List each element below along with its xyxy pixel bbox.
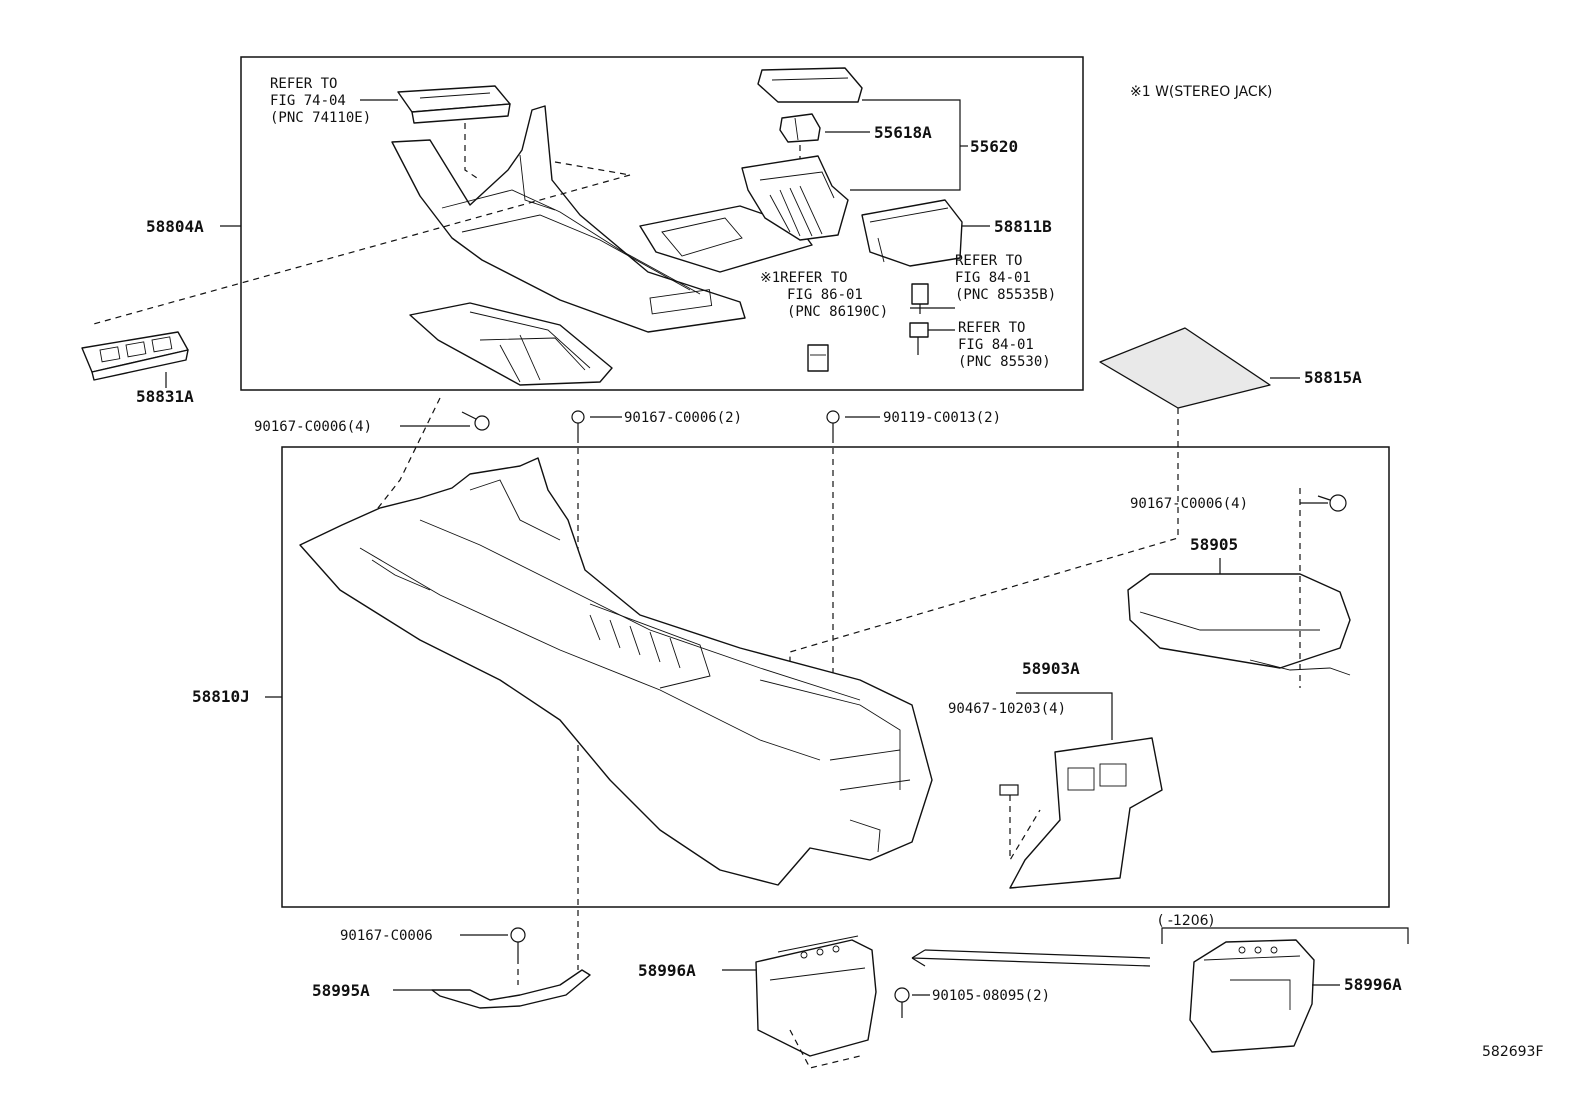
finish-plate-illustration [639, 205, 813, 273]
ref-86-01-line3: (PNC 86190C) [787, 304, 888, 320]
dashed-guide [789, 408, 1179, 830]
rear-panel-58903A-illustration [1009, 737, 1163, 889]
dashed-guide [344, 397, 441, 551]
fastener-90167-C0006: 90167-C0006 [340, 928, 433, 944]
socket-85535B-illustration [911, 283, 929, 314]
label-58804A: 58804A [146, 217, 204, 236]
fastener-90167-C0006-4-left: 90167-C0006(4) [254, 419, 372, 435]
clip-icon [999, 784, 1019, 796]
label-58905: 58905 [1190, 535, 1238, 554]
dashed-guide [464, 123, 481, 181]
fastener-90119-C0013-2: 90119-C0013(2) [883, 410, 1001, 426]
leader-line [1060, 692, 1113, 740]
clip-55618A-illustration [779, 113, 821, 143]
fastener-90105-08095-2: 90105-08095(2) [932, 988, 1050, 1004]
arrow-icon [911, 949, 1151, 967]
stereo-jack-illustration [807, 344, 829, 372]
ref-84-01b-line2: FIG 84-01 [958, 337, 1034, 353]
ref-74-04-line1: REFER TO [270, 76, 337, 92]
dashed-guide [554, 161, 631, 176]
figure-id: 582693F [1482, 1044, 1544, 1060]
label-58831A: 58831A [136, 387, 194, 406]
bracket-55620 [850, 99, 961, 191]
screw-icon [571, 410, 585, 437]
ref-74-04-line2: FIG 74-04 [270, 93, 346, 109]
cup-holder-58996A-right-illustration [1189, 939, 1315, 1053]
fastener-90467-10203-4: 90467-10203(4) [948, 701, 1066, 717]
screw-icon [1317, 494, 1347, 512]
fastener-90167-C0006-4-right: 90167-C0006(4) [1130, 496, 1248, 512]
panel-74110E-illustration [397, 85, 511, 124]
ref-84-01b-line3: (PNC 85530) [958, 354, 1051, 370]
screw-icon [894, 987, 910, 1018]
switch-panel-58831A-illustration [81, 331, 189, 381]
dashed-guide [89, 174, 631, 326]
range-note: ( -1206) [1158, 913, 1214, 929]
label-55618A: 55618A [874, 123, 932, 142]
ref-84-01a-line1: REFER TO [955, 253, 1022, 269]
label-58995A: 58995A [312, 981, 370, 1000]
mat-58815A-illustration [1099, 327, 1271, 409]
label-58810J: 58810J [192, 687, 250, 706]
console-lid-illustration [757, 67, 863, 103]
armrest-58905-illustration [1127, 573, 1351, 676]
label-58903A: 58903A [1022, 659, 1080, 678]
dashed-guide [789, 1029, 861, 1069]
socket-85530-illustration [909, 322, 929, 355]
storage-box-illustration [741, 155, 849, 241]
ref-86-01-line2: FIG 86-01 [787, 287, 863, 303]
cup-holder-58996A-illustration [755, 935, 877, 1057]
upper-assembly-frame [240, 56, 1084, 391]
tray-58811B-illustration [861, 199, 963, 267]
screw-icon [826, 410, 840, 437]
lower-assembly-frame [281, 446, 1390, 908]
shift-panel-58804A-illustration [391, 105, 746, 333]
cup-holder-base-illustration [409, 302, 613, 386]
dashed-guide [1009, 795, 1041, 863]
ref-84-01a-line2: FIG 84-01 [955, 270, 1031, 286]
stereo-jack-note: ※1 W(STEREO JACK) [1130, 84, 1272, 100]
screw-icon [461, 411, 490, 431]
screw-icon [510, 927, 526, 958]
fastener-90167-C0006-2: 90167-C0006(2) [624, 410, 742, 426]
label-58815A: 58815A [1304, 368, 1362, 387]
ref-84-01b-line1: REFER TO [958, 320, 1025, 336]
label-58811B: 58811B [994, 217, 1052, 236]
label-55620: 55620 [970, 137, 1018, 156]
ref-84-01a-line3: (PNC 85535B) [955, 287, 1056, 303]
ref-86-01-line1: ※1REFER TO [760, 270, 848, 286]
ref-74-04-line3: (PNC 74110E) [270, 110, 371, 126]
bracket-58995A-illustration [431, 969, 591, 1009]
label-58996A-left: 58996A [638, 961, 696, 980]
range-bracket [1161, 927, 1409, 944]
console-body-58810J-illustration [299, 457, 933, 886]
label-58996A-right: 58996A [1344, 975, 1402, 994]
